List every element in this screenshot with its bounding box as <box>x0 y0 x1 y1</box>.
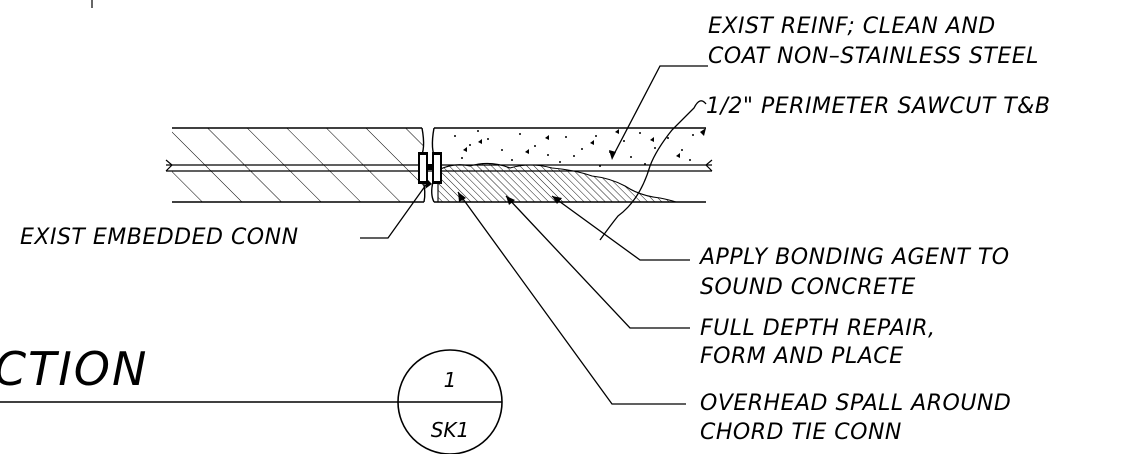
note-full-depth-line2: FORM AND PLACE <box>700 344 904 369</box>
detail-sheet: SK1 <box>430 418 470 442</box>
detail-bubble <box>397 349 503 454</box>
note-exist-reinf-line1: EXIST REINF; CLEAN AND <box>708 14 996 39</box>
leader-lines <box>360 65 708 405</box>
note-embedded-conn: EXIST EMBEDDED CONN <box>20 225 299 250</box>
concrete-stipple <box>454 129 694 167</box>
note-bonding-line1: APPLY BONDING AGENT TO <box>700 245 1010 270</box>
note-sawcut: 1/2" PERIMETER SAWCUT T&B <box>706 94 1051 119</box>
note-exist-reinf-line2: COAT NON–STAINLESS STEEL <box>708 44 1039 69</box>
detail-number: 1 <box>443 368 457 392</box>
embedded-connector <box>418 152 442 184</box>
section-title: CTION <box>0 342 149 396</box>
note-spall-line2: CHORD TIE CONN <box>700 420 902 445</box>
note-bonding-line2: SOUND CONCRETE <box>700 275 916 300</box>
note-spall-line1: OVERHEAD SPALL AROUND <box>700 391 1012 416</box>
note-full-depth-line1: FULL DEPTH REPAIR, <box>700 316 936 341</box>
leader-arrowheads <box>425 150 616 205</box>
